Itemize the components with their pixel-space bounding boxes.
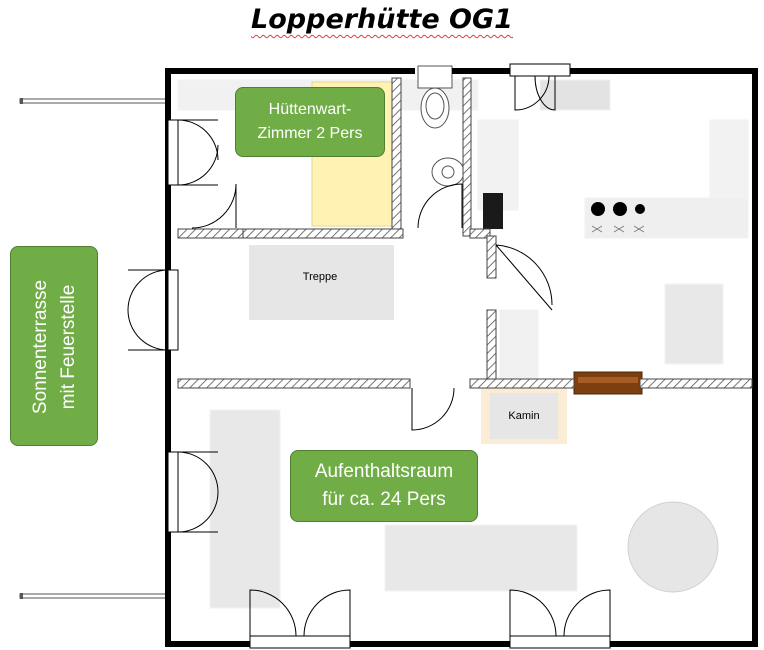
terrace-rail-bottom — [19, 593, 169, 599]
sink — [431, 157, 465, 187]
fireplace-label: Kamin — [508, 410, 539, 422]
interior-walls — [177, 77, 753, 389]
fridge — [483, 193, 503, 229]
outer-walls — [165, 68, 758, 647]
huettenwart-line1: Hüttenwart- — [268, 101, 352, 118]
stairs: Treppe — [249, 245, 394, 320]
stairs-label: Treppe — [303, 271, 337, 283]
sonnen-line1: Sonnenterrasse — [30, 279, 51, 415]
sonnen-line2: mit Feuerstelle — [58, 284, 79, 410]
terrace-rail-top — [19, 98, 169, 104]
fireplace: Kamin — [481, 388, 567, 444]
wood-beam-highlight — [578, 377, 638, 383]
stove — [591, 202, 645, 233]
toilet — [417, 65, 453, 129]
label-sonnenterrasse: Sonnenterrasse mit Feuerstelle — [10, 246, 98, 446]
aufenthalt-line2: für ca. 24 Pers — [322, 489, 446, 510]
round-table — [627, 501, 719, 593]
furniture — [177, 79, 749, 609]
huettenwart-line2: Zimmer 2 Pers — [257, 125, 363, 142]
label-huettenwart-zimmer: Hüttenwart- Zimmer 2 Pers — [235, 87, 385, 157]
doors — [127, 63, 611, 649]
label-aufenthaltsraum: Aufenthaltsraum für ca. 24 Pers — [290, 450, 478, 522]
plan-title: Lopperhütte OG1 — [251, 4, 513, 35]
aufenthalt-line1: Aufenthaltsraum — [314, 461, 454, 482]
